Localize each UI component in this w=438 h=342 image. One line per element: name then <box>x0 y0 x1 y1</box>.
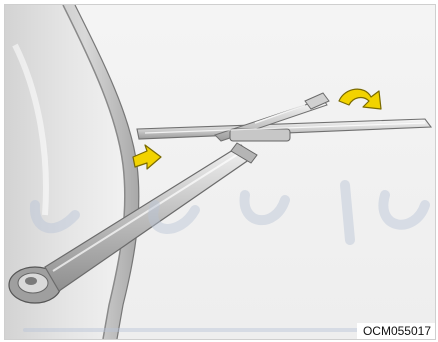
illustration-frame: OCM055017 <box>4 4 436 340</box>
wiper-blade <box>137 93 431 141</box>
curved-arrow-icon <box>339 89 381 109</box>
wiper-illustration <box>5 5 435 339</box>
figure-code: OCM055017 <box>357 323 435 339</box>
push-arrow-icon <box>133 145 161 169</box>
